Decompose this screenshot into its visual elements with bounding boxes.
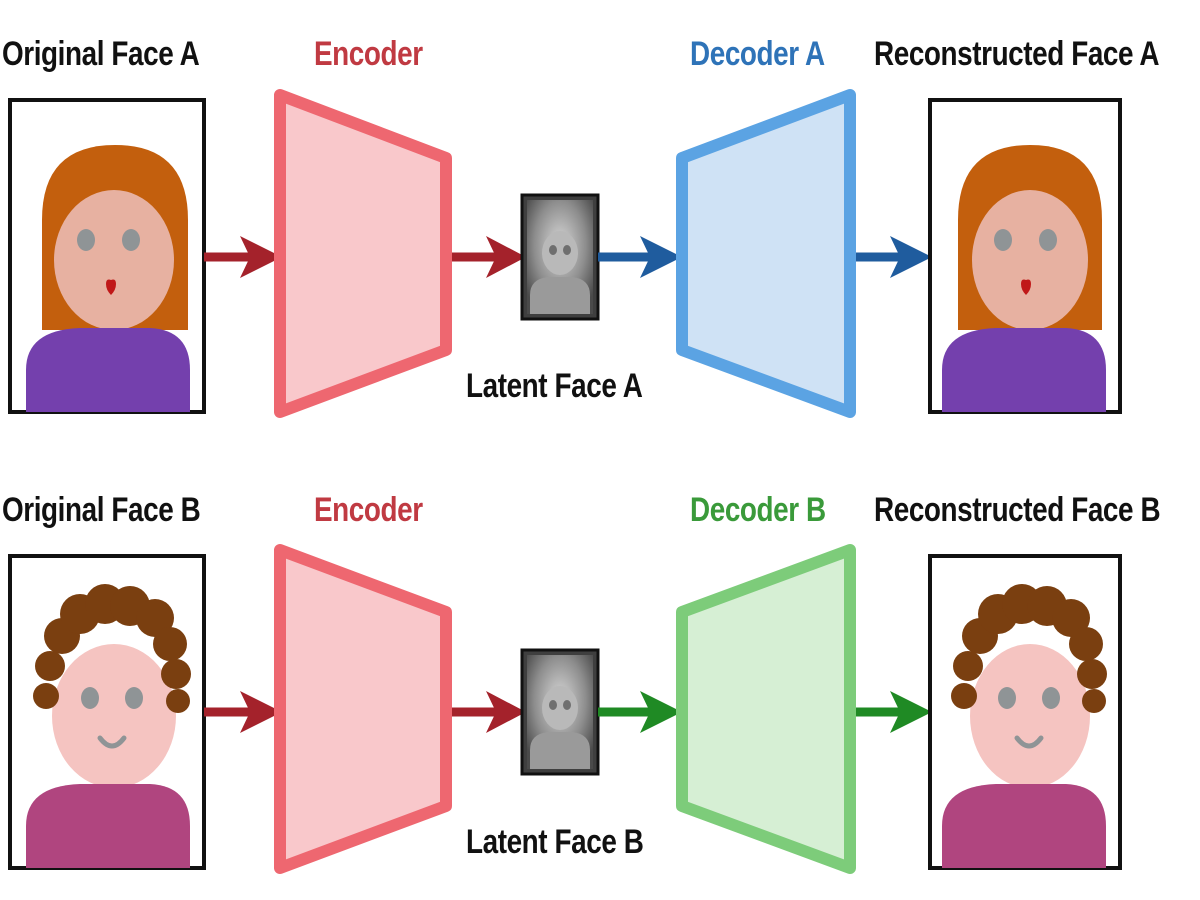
reconstructed-face-a-label: Reconstructed Face A	[874, 35, 1160, 73]
encoder-b-block	[274, 544, 452, 874]
original-face-a	[8, 98, 206, 414]
decoder-a-block	[676, 89, 856, 418]
decoder-a-label: Decoder A	[690, 35, 825, 73]
arrow-latent-b-to-decoder-b	[598, 691, 682, 733]
arrow-face-b-to-encoder	[204, 691, 282, 733]
encoder-a-block	[274, 89, 452, 418]
latent-face-b	[520, 648, 600, 776]
reconstructed-face-a	[928, 98, 1122, 414]
arrow-decoder-a-to-reconstructed-a	[856, 236, 932, 278]
original-face-b	[8, 554, 206, 870]
encoder-a-label: Encoder	[314, 35, 423, 73]
original-face-a-label: Original Face A	[2, 35, 200, 73]
original-face-b-label: Original Face B	[2, 491, 201, 529]
arrow-encoder-to-latent-a	[452, 236, 526, 278]
encoder-b-label: Encoder	[314, 491, 423, 529]
decoder-b-block	[676, 544, 856, 874]
reconstructed-face-b	[928, 554, 1122, 870]
row-a	[8, 89, 1122, 418]
arrow-encoder-to-latent-b	[452, 691, 526, 733]
arrow-decoder-b-to-reconstructed-b	[856, 691, 932, 733]
latent-face-a	[520, 193, 600, 321]
row-b	[8, 544, 1122, 874]
latent-face-b-label: Latent Face B	[466, 823, 644, 861]
arrow-latent-a-to-decoder-a	[598, 236, 682, 278]
latent-face-a-label: Latent Face A	[466, 367, 643, 405]
reconstructed-face-b-label: Reconstructed Face B	[874, 491, 1161, 529]
decoder-b-label: Decoder B	[690, 491, 826, 529]
arrow-face-a-to-encoder	[204, 236, 282, 278]
